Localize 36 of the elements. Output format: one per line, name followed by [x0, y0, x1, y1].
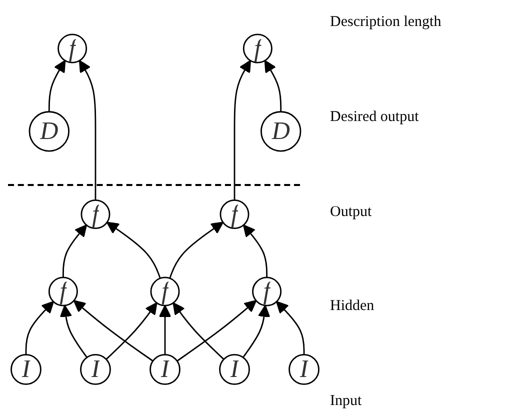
arrow: [62, 224, 88, 278]
arrow: [234, 60, 252, 200]
arrow: [264, 60, 282, 112]
arrow: [158, 305, 172, 355]
arrow: [106, 222, 161, 279]
arrow: [48, 60, 66, 112]
arrow: [276, 301, 305, 355]
row-label: Hidden: [330, 298, 376, 316]
arrow: [106, 302, 158, 360]
arrow: [172, 302, 224, 360]
arrow: [176, 300, 257, 362]
arrow: [169, 222, 224, 279]
node-circle: f: [80, 200, 110, 230]
arrow: [242, 224, 268, 278]
node-circle: f: [48, 276, 78, 306]
arrow: [73, 300, 154, 362]
node-circle: I: [10, 354, 42, 385]
row-label: Description length: [330, 14, 442, 31]
node-circle: f: [220, 200, 250, 230]
node-circle: D: [28, 111, 70, 152]
row-label: Output: [330, 204, 373, 220]
row-label: Desired output: [330, 108, 420, 126]
arrow: [25, 301, 54, 355]
node-circle: f: [242, 34, 272, 64]
arrow: [242, 304, 270, 358]
node-circle: I: [80, 354, 111, 385]
node-circle: f: [252, 276, 282, 306]
node-circle: f: [150, 276, 180, 306]
arrow: [78, 60, 96, 200]
row-label: Input: [330, 393, 363, 410]
node-circle: I: [219, 354, 250, 385]
arrow: [60, 304, 88, 358]
node-circle: D: [260, 111, 302, 152]
node-circle: I: [288, 354, 320, 385]
node-circle: I: [150, 354, 180, 385]
node-circle: f: [58, 34, 88, 64]
